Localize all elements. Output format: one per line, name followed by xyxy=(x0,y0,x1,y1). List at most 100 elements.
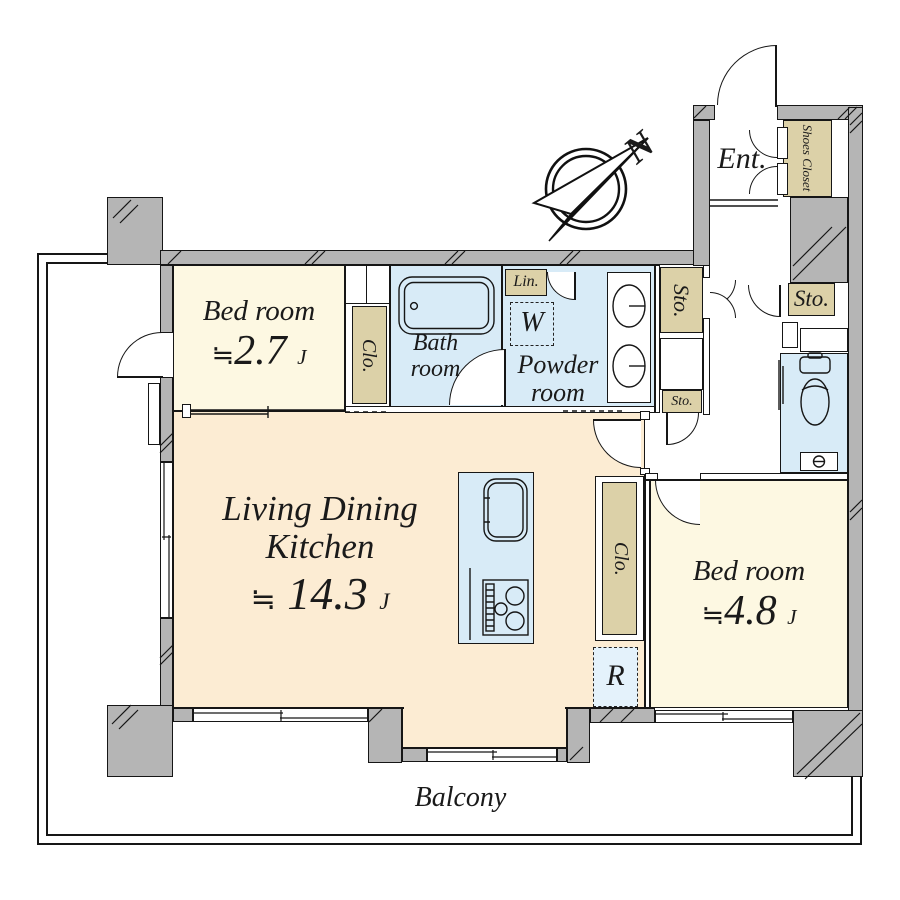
shoes-closet-label: Shoes Closet xyxy=(800,124,816,192)
bedroom-east-door-leaf xyxy=(655,479,700,481)
bedroom-east-north-wall xyxy=(645,473,658,480)
northeast-wall-mass xyxy=(790,197,848,283)
bay-south-stub xyxy=(557,748,567,762)
partition-powder-south xyxy=(345,406,655,413)
partition-powder-east xyxy=(655,265,660,413)
balcony-railing xyxy=(37,843,862,845)
balcony-railing xyxy=(37,253,39,845)
storage-small-door-arc xyxy=(667,413,699,445)
storage-tall-door-arc xyxy=(710,292,736,318)
closet-center xyxy=(602,482,637,635)
ldk-label: Living Dining Kitchen ≒ 14.3 J xyxy=(165,490,475,621)
window-bedroom-east-south xyxy=(655,710,793,723)
balcony-railing xyxy=(46,834,853,836)
room-area: 2.7 xyxy=(234,328,287,375)
shoes-closet-door-panel xyxy=(777,163,788,195)
area-unit: J xyxy=(379,588,390,614)
compass-north-label: N xyxy=(616,123,664,172)
southeast-corner-block xyxy=(793,710,863,777)
closet-center-label: Clo. xyxy=(609,541,632,576)
approx-symbol: ≒ xyxy=(211,340,235,372)
balcony-label: Balcony xyxy=(414,782,507,813)
toilet-shelf-box xyxy=(782,322,798,348)
linen-door-leaf xyxy=(574,272,576,300)
entrance-door-leaf xyxy=(775,45,777,107)
entrance-west-wall xyxy=(693,120,710,266)
bedroom-north-door-arc xyxy=(117,332,162,377)
linen-cabinet xyxy=(505,269,547,296)
ldk-floor xyxy=(173,411,645,708)
bathroom-label: Bath room xyxy=(410,330,461,382)
toilet-cistern-box xyxy=(800,452,838,471)
shoes-closet xyxy=(783,120,832,197)
partition-ldk-hall xyxy=(640,411,650,420)
room-name: Living Dining xyxy=(222,489,418,528)
storage-small-door-leaf xyxy=(666,413,668,445)
bedroom-east-north-wall xyxy=(700,473,848,480)
bathroom-door-leaf xyxy=(504,349,506,406)
storage-hall-small-label: Sto. xyxy=(671,394,693,409)
ldk-door-leaf xyxy=(593,419,641,421)
closet-north xyxy=(352,306,387,404)
storage-east-door-arc xyxy=(748,285,780,317)
shoes-closet-door-panel xyxy=(777,127,788,159)
partition-hall-west xyxy=(703,318,710,415)
bedroom-east-label: Bed room ≒4.8 J xyxy=(652,555,846,636)
entrance-door-arc xyxy=(717,45,777,105)
approx-symbol: ≒ xyxy=(250,581,276,617)
west-wall-upper xyxy=(160,265,173,333)
toilet-shelf-box xyxy=(800,328,848,352)
north-wall xyxy=(160,250,700,265)
window-bay-south xyxy=(427,748,557,762)
bedroom-north-label: Bed room ≒2.7 J xyxy=(175,295,343,376)
duct-divider xyxy=(366,266,368,304)
storage-east-label: Sto. xyxy=(793,286,830,311)
area-unit: J xyxy=(297,345,307,370)
balcony-railing xyxy=(851,777,853,835)
balcony-railing xyxy=(37,253,107,255)
room-area: 14.3 xyxy=(287,567,368,619)
entrance-label: Ent. xyxy=(717,142,767,175)
storage-hall-tall xyxy=(660,267,703,333)
storage-hall-small xyxy=(662,390,702,413)
refrigerator-space xyxy=(593,647,638,707)
room-name: Bed room xyxy=(202,295,316,327)
bay-south-stub xyxy=(402,748,427,762)
south-wall-mid xyxy=(590,708,655,723)
washer-space xyxy=(510,302,554,346)
entrance-step xyxy=(710,199,778,207)
bay-east-block xyxy=(567,708,590,763)
closet-north-label: Clo. xyxy=(357,338,380,373)
hall-counter-box xyxy=(660,338,703,390)
linen-label: Lin. xyxy=(513,273,539,290)
pipe-box-west xyxy=(148,383,160,445)
west-wall-lower xyxy=(160,618,173,708)
area-unit: J xyxy=(787,605,797,630)
southwest-corner-block xyxy=(107,705,173,777)
balcony-railing xyxy=(46,262,48,836)
duct-box xyxy=(345,265,390,305)
room-area: 4.8 xyxy=(724,588,777,635)
pillar-northwest xyxy=(107,197,163,265)
bay-west-block xyxy=(368,708,402,763)
washer-label: W xyxy=(520,307,544,338)
window-south-ldk xyxy=(193,708,368,722)
west-wall-mid xyxy=(160,377,173,462)
storage-hall-tall-label: Sto. xyxy=(668,284,694,318)
bedroom-east-west-wall xyxy=(645,480,650,708)
storage-east-door-leaf xyxy=(779,285,781,317)
ldk-bay-floor xyxy=(402,708,567,748)
sliding-door-jamb xyxy=(182,404,191,418)
balcony-railing xyxy=(860,777,862,844)
approx-symbol: ≒ xyxy=(701,600,725,632)
entrance-north-wall xyxy=(693,105,715,120)
south-wall-stub xyxy=(173,708,193,722)
bedroom-north-door-leaf xyxy=(117,376,163,378)
balcony-railing xyxy=(46,262,107,264)
room-name: Bed room xyxy=(692,555,806,587)
storage-east xyxy=(788,283,835,316)
ldk-bay-seam xyxy=(404,705,565,711)
bedroom-north-floor xyxy=(173,265,345,411)
east-wall xyxy=(848,107,863,711)
